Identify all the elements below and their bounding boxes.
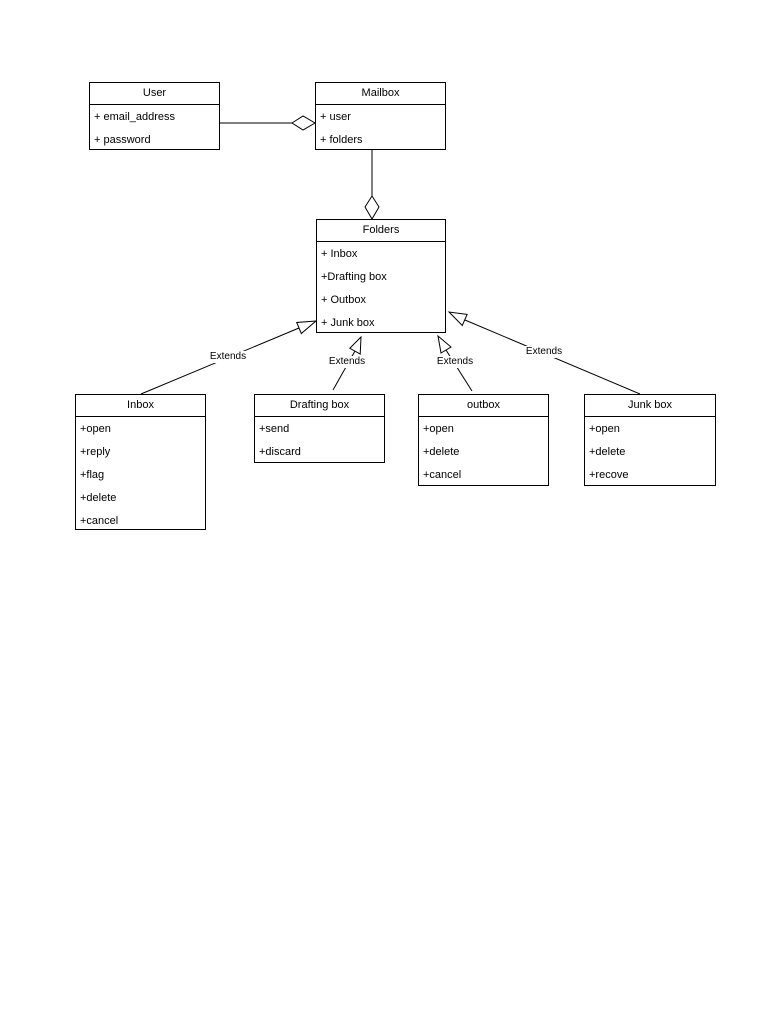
- class-attribute: + Inbox: [321, 248, 358, 260]
- class-folders[interactable]: Folders + Inbox +Drafting box + Outbox +…: [316, 219, 446, 333]
- class-name: Inbox: [76, 395, 205, 417]
- class-attribute: +open: [80, 423, 111, 435]
- class-name: outbox: [419, 395, 548, 417]
- class-attribute: +flag: [80, 469, 105, 481]
- class-attribute: +delete: [80, 492, 117, 504]
- class-attribute: + user: [320, 111, 351, 123]
- class-attribute: +open: [589, 423, 620, 435]
- class-outbox[interactable]: outbox +open +delete +cancel: [418, 394, 549, 486]
- class-attribute: + Outbox: [321, 294, 366, 306]
- relation-label-inbox: Extends: [208, 351, 248, 363]
- relation-label-junk: Extends: [524, 346, 564, 358]
- aggregation-user-mailbox[interactable]: [220, 115, 316, 131]
- class-attributes: + user + folders: [316, 105, 445, 152]
- class-attributes: + Inbox +Drafting box + Outbox + Junk bo…: [317, 242, 445, 335]
- class-attribute: +delete: [423, 446, 460, 458]
- class-attributes: + email_address + password: [90, 105, 219, 152]
- class-name: Mailbox: [316, 83, 445, 105]
- class-attribute: +reply: [80, 446, 111, 458]
- class-name: Folders: [317, 220, 445, 242]
- class-attribute: +cancel: [423, 469, 462, 481]
- aggregation-mailbox-folders[interactable]: [364, 150, 380, 220]
- class-attribute: +cancel: [80, 515, 119, 527]
- class-attribute: +send: [259, 423, 290, 435]
- relation-label-outbox: Extends: [435, 356, 475, 368]
- class-attribute: +delete: [589, 446, 626, 458]
- class-junk-box[interactable]: Junk box +open +delete +recove: [584, 394, 716, 486]
- class-attribute: +discard: [259, 446, 301, 458]
- class-attributes: +send +discard: [255, 417, 384, 464]
- class-attributes: +open +delete +recove: [585, 417, 715, 487]
- class-attribute: + password: [94, 134, 151, 146]
- class-attribute: + email_address: [94, 111, 176, 123]
- class-attribute: + folders: [320, 134, 363, 146]
- class-attributes: +open +reply +flag +delete +cancel: [76, 417, 205, 533]
- class-mailbox[interactable]: Mailbox + user + folders: [315, 82, 446, 150]
- class-name: Junk box: [585, 395, 715, 417]
- class-user[interactable]: User + email_address + password: [89, 82, 220, 150]
- class-attribute: +Drafting box: [321, 271, 387, 283]
- relation-label-drafting: Extends: [327, 356, 367, 368]
- class-attribute: +open: [423, 423, 454, 435]
- class-inbox[interactable]: Inbox +open +reply +flag +delete +cancel: [75, 394, 206, 530]
- class-name: Drafting box: [255, 395, 384, 417]
- class-name: User: [90, 83, 219, 105]
- class-attribute: +recove: [589, 469, 629, 481]
- class-attribute: + Junk box: [321, 317, 375, 329]
- class-attributes: +open +delete +cancel: [419, 417, 548, 487]
- class-drafting-box[interactable]: Drafting box +send +discard: [254, 394, 385, 463]
